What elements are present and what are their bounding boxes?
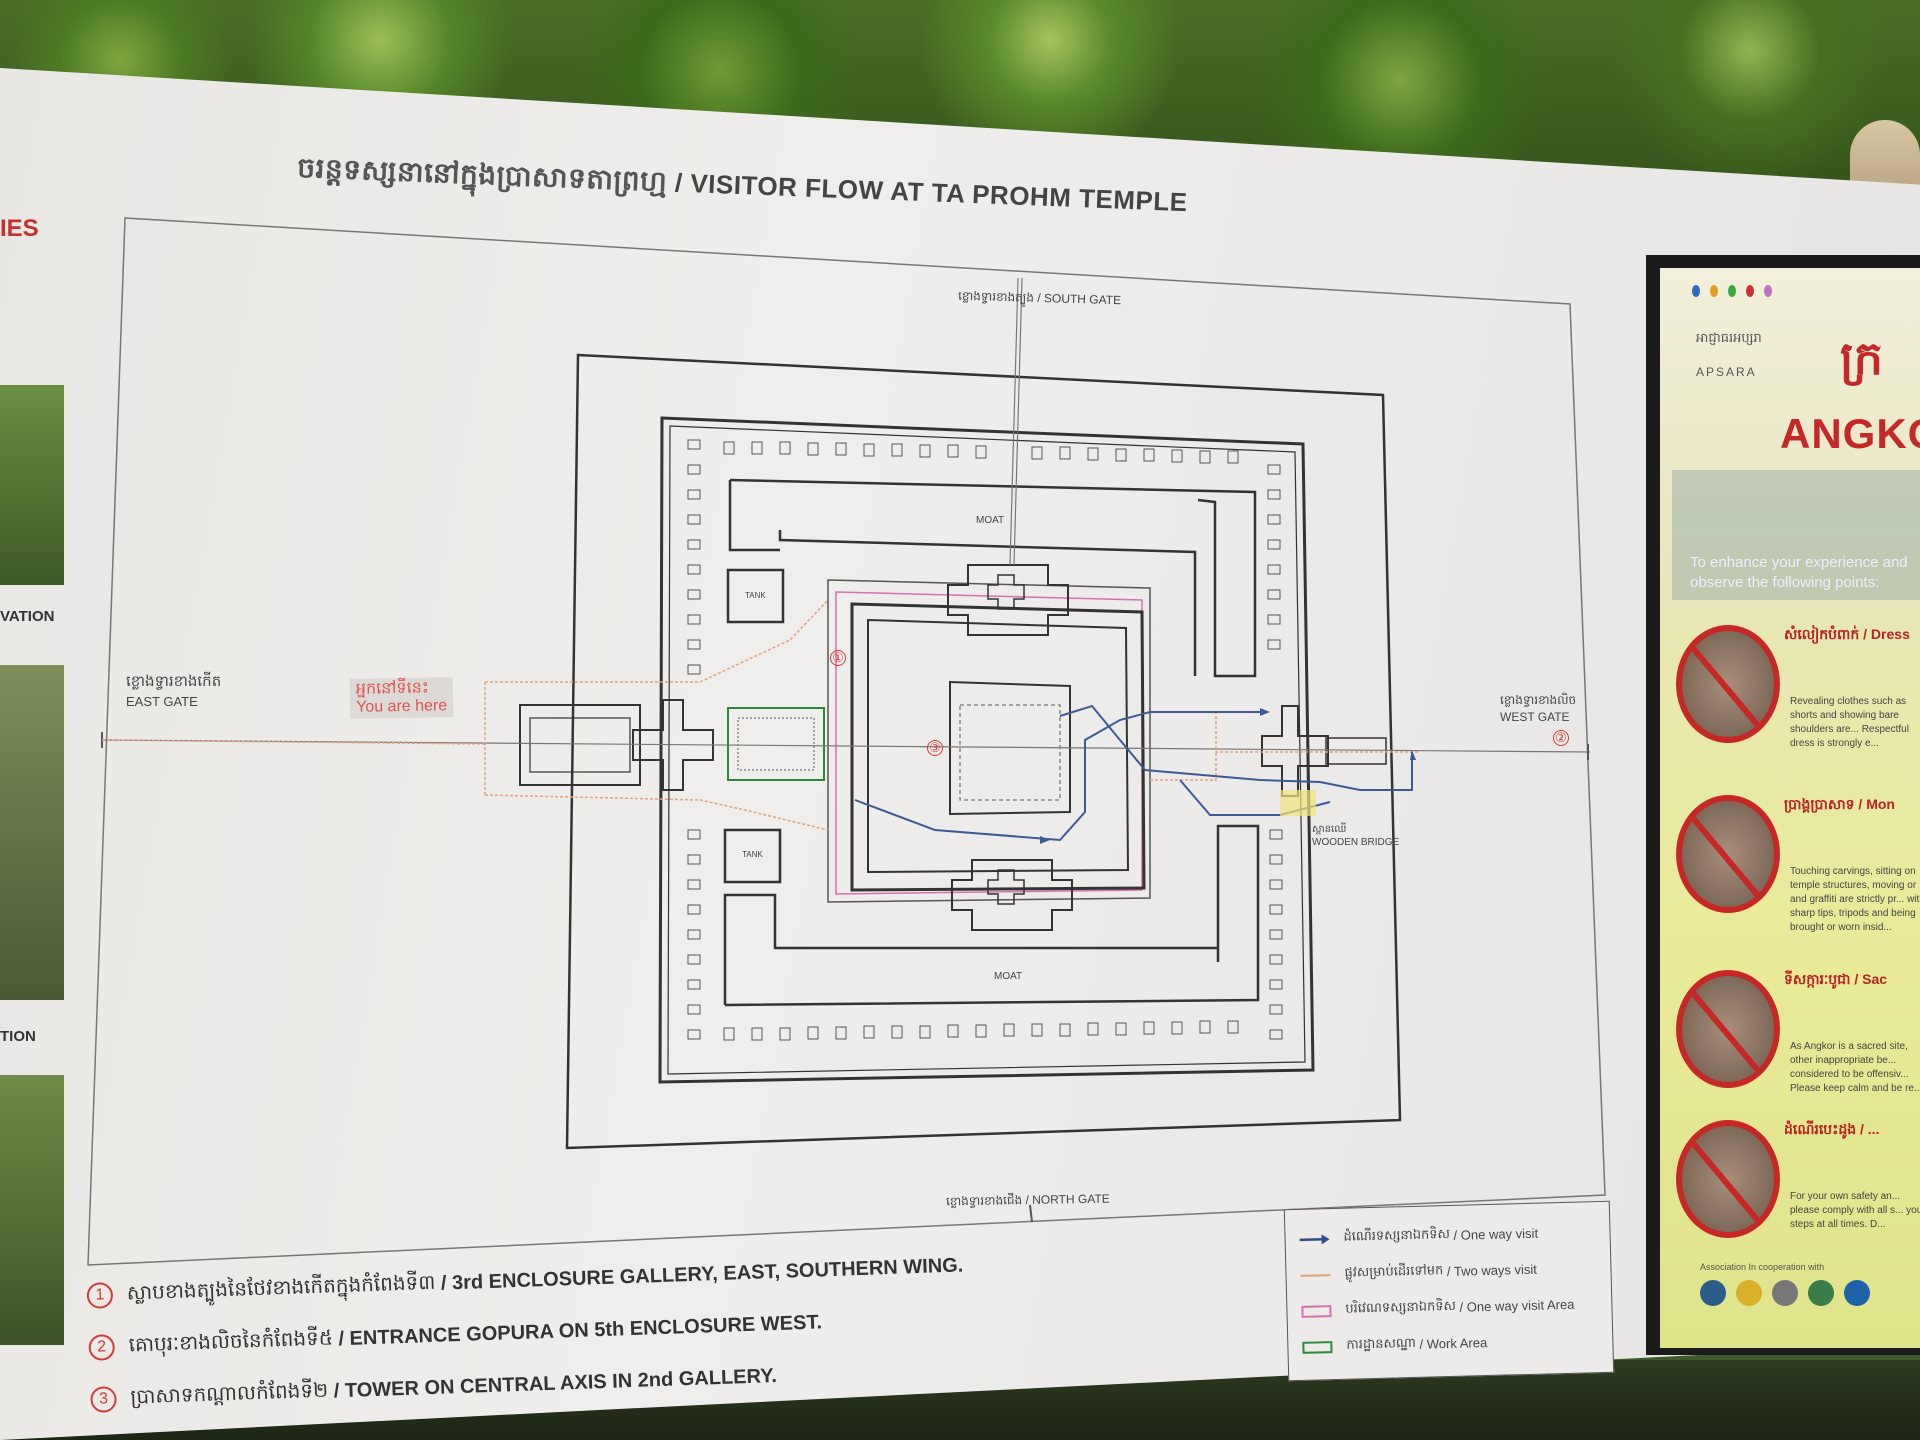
apsara-logo-text: APSARA [1696, 365, 1757, 379]
panel-title-khmer: ក្រ [1840, 331, 1883, 385]
left-photo-2 [0, 665, 64, 1000]
left-panel-label-2: TION [0, 1028, 36, 1045]
wooden-bridge-label: ស្ពានឈើWOODEN BRIDGE [1312, 824, 1400, 848]
partner-logos [1700, 1280, 1870, 1306]
third-enclosure [827, 579, 1151, 903]
map-marker-1: ① [830, 650, 846, 666]
panel-title: ANGKO [1780, 410, 1920, 457]
tank-top-label: TANK [745, 591, 766, 600]
line-swatch [1300, 1273, 1331, 1277]
you-are-here-marker: អ្នកនៅទីនេះYou are here [349, 677, 454, 719]
work-area [727, 707, 825, 781]
outer-enclosure [565, 353, 1402, 1150]
tank-bottom [723, 828, 782, 884]
cooperation-text: Association In cooperation with [1700, 1262, 1825, 1272]
rule-dress: សំលៀកបំពាក់ / Dress Revealing clothes su… [1676, 625, 1920, 755]
temple-plan [87, 217, 1606, 1266]
prohibition-icon [1676, 970, 1780, 1088]
legend-one-way-area: បរិវេណទស្សនាឯកទិស / One way visit Area [1301, 1295, 1575, 1321]
moat-enclosure [658, 416, 1315, 1084]
central-court [949, 680, 1071, 816]
apsara-khmer: អាជ្ញាធរអប្សរា [1696, 330, 1762, 345]
legend-one-way: ដំណើរទស្សនាឯកទិស / One way visit [1299, 1224, 1538, 1249]
map-border [87, 217, 1606, 1266]
one-way-visit-area [835, 591, 1143, 895]
legend-work-area: ការដ្ឋានសណ្ឋា / Work Area [1302, 1333, 1487, 1357]
prohibition-icon [1676, 795, 1780, 913]
legend-two-ways: ផ្លូវសម្រាប់ដើរទៅមក / Two ways visit [1300, 1260, 1537, 1285]
tank-top [726, 568, 785, 624]
left-photo-1 [0, 385, 64, 585]
moat-top-label: MOAT [976, 515, 1005, 526]
map-marker-3: ③ [927, 740, 943, 756]
prohibition-icon [1676, 625, 1780, 743]
second-enclosure [850, 602, 1146, 892]
left-photo-3 [0, 1075, 64, 1345]
moat-bottom-label: MOAT [994, 971, 1023, 982]
panel-intro-text: To enhance your experience and observe t… [1690, 554, 1908, 591]
map-marker-2: ② [1553, 730, 1569, 746]
tank-bottom-label: TANK [742, 850, 763, 859]
arrow-icon [1299, 1233, 1330, 1244]
left-panel-heading: IES [0, 215, 39, 242]
rule-sacred: ទីសក្ការៈបូជា / Sac As Angkor is a sacre… [1676, 970, 1920, 1100]
pink-box-swatch [1301, 1304, 1332, 1318]
left-panel-partial: IES VATION TION [0, 195, 78, 1345]
prohibition-icon [1676, 1120, 1780, 1238]
rule-monument: ប្រាង្គប្រាសាទ / Mon Touching carvings, … [1676, 795, 1920, 945]
green-box-swatch [1302, 1340, 1333, 1354]
logo-drops [1692, 285, 1772, 297]
map-legend: ដំណើរទស្សនាឯកទិស / One way visit ផ្លូវសម… [1283, 1200, 1615, 1382]
left-panel-label-1: VATION [0, 608, 55, 625]
rule-safety: ដំណើរបេះដូង / ... For your own safety an… [1676, 1120, 1920, 1250]
north-gate-label: ខ្លោងទ្វារខាងជើង / NORTH GATE [945, 1191, 1110, 1209]
panel-intro-box [1672, 470, 1920, 600]
